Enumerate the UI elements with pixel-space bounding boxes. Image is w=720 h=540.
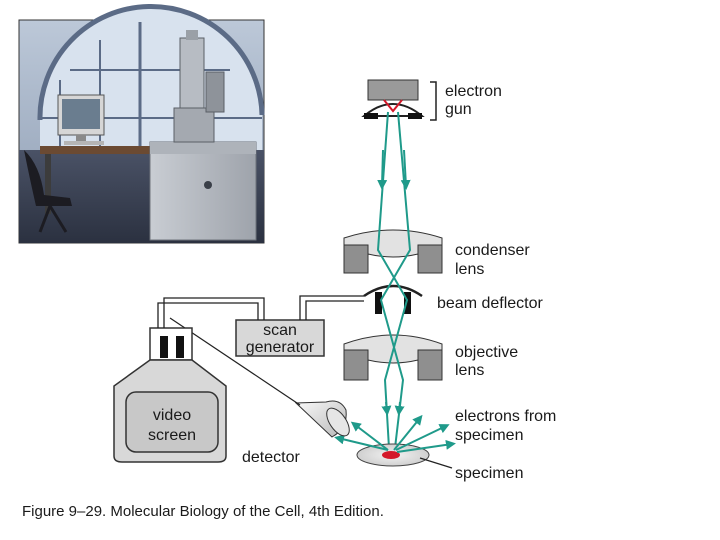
svg-text:objective: objective — [455, 344, 518, 361]
svg-text:lens: lens — [455, 362, 484, 379]
svg-text:screen: screen — [148, 427, 196, 444]
label-condenser-lens: condenser lens — [455, 242, 530, 278]
condenser-lens — [343, 229, 443, 274]
beam-arrow — [381, 401, 392, 416]
scattered-electrons — [334, 414, 456, 453]
svg-text:condenser: condenser — [455, 242, 530, 259]
detector — [169, 317, 350, 438]
svg-text:gun: gun — [445, 101, 472, 118]
figure-caption: Figure 9–29. Molecular Biology of the Ce… — [22, 503, 384, 520]
label-electrons-from-specimen: electrons from specimen — [455, 408, 556, 444]
beam-arrow — [400, 149, 411, 190]
svg-text:electrons from: electrons from — [455, 408, 556, 425]
wiring — [157, 295, 364, 328]
label-scan-generator: scan generator — [246, 322, 315, 356]
electron-gun — [361, 79, 425, 119]
svg-text:specimen: specimen — [455, 427, 523, 444]
beam-arrow — [377, 149, 388, 190]
label-objective-lens: objective lens — [455, 344, 518, 379]
svg-text:electron: electron — [445, 83, 502, 100]
specimen-sample — [382, 451, 400, 459]
gun-filament — [383, 99, 403, 113]
svg-text:scan: scan — [263, 322, 297, 339]
beam-arrow — [394, 401, 405, 416]
svg-text:generator: generator — [246, 339, 315, 356]
svg-text:lens: lens — [455, 261, 484, 278]
label-electron-gun: electron gun — [445, 83, 502, 118]
electron-beam — [376, 111, 412, 449]
specimen-pointer — [419, 457, 453, 469]
label-video-screen: video screen — [148, 407, 196, 444]
sem-instrument-photo — [18, 4, 265, 244]
objective-lens — [343, 334, 443, 381]
svg-text:video: video — [153, 407, 191, 424]
beam-deflector — [363, 284, 423, 314]
label-detector: detector — [242, 449, 300, 466]
gun-bracket — [430, 81, 437, 121]
label-beam-deflector: beam deflector — [437, 295, 544, 312]
video-screen — [113, 327, 227, 463]
specimen-stage — [356, 443, 430, 467]
label-specimen: specimen — [455, 465, 523, 482]
scan-generator — [235, 319, 325, 357]
